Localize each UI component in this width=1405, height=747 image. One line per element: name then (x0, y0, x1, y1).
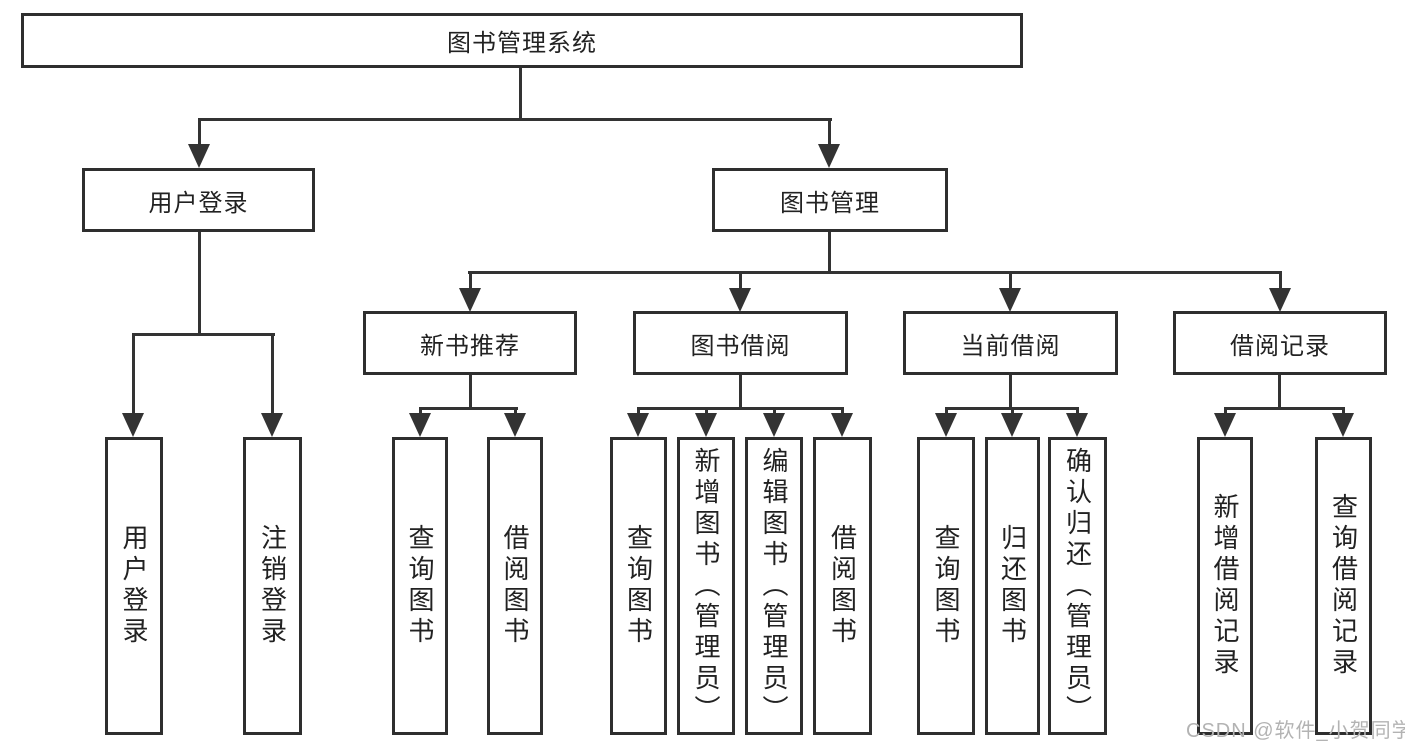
arrowhead-down-icon (1269, 288, 1291, 312)
leaf-borrow-book-borrowing: 借阅图书 (813, 437, 872, 735)
arrowhead-down-icon (999, 288, 1021, 312)
arrowhead-down-icon (627, 413, 649, 437)
connector-line (514, 407, 517, 417)
connector-line (469, 271, 472, 291)
leaf-query-book-current-label: 查询图书 (931, 524, 961, 648)
connector-line (739, 375, 742, 410)
connector-line (468, 271, 1282, 274)
box-root: 图书管理系统 (21, 13, 1023, 68)
leaf-add-borrow-record-label: 新增借阅记录 (1210, 493, 1240, 679)
connector-line (1224, 407, 1227, 417)
leaf-query-book-borrowing-label: 查询图书 (623, 524, 654, 648)
connector-line (198, 118, 832, 121)
leaf-borrow-book-recommend: 借阅图书 (487, 437, 543, 735)
connector-line (419, 407, 422, 417)
connector-line (1076, 407, 1079, 417)
connector-line (1011, 407, 1014, 417)
box-current-borrowing-label: 当前借阅 (960, 332, 1061, 360)
box-new-book-recommend-label: 新书推荐 (420, 332, 520, 360)
arrowhead-down-icon (1332, 413, 1354, 437)
connector-line (198, 232, 201, 336)
leaf-query-borrow-record-label: 查询借阅记录 (1328, 493, 1359, 679)
connector-line (132, 333, 135, 417)
leaf-query-borrow-record: 查询借阅记录 (1315, 437, 1372, 735)
leaf-return-book: 归还图书 (985, 437, 1040, 735)
leaf-confirm-return-admin: 确认归还（管理员） (1048, 437, 1107, 735)
leaf-user-login: 用户登录 (105, 437, 163, 735)
box-book-management: 图书管理 (712, 168, 948, 232)
leaf-add-borrow-record: 新增借阅记录 (1197, 437, 1253, 735)
box-new-book-recommend: 新书推荐 (363, 311, 577, 375)
connector-line (1279, 271, 1282, 291)
connector-line (773, 407, 776, 417)
leaf-query-book-recommend: 查询图书 (392, 437, 448, 735)
leaf-user-login-label: 用户登录 (119, 524, 149, 648)
arrowhead-down-icon (261, 413, 283, 437)
box-user-login: 用户登录 (82, 168, 315, 232)
box-book-borrowing: 图书借阅 (633, 311, 848, 375)
arrowhead-down-icon (818, 144, 840, 168)
leaf-confirm-return-admin-label: 确认归还（管理员） (1062, 446, 1093, 726)
leaf-query-book-current: 查询图书 (917, 437, 975, 735)
connector-line (841, 407, 844, 417)
connector-line (945, 407, 948, 417)
leaf-borrow-book-borrowing-label: 借阅图书 (827, 524, 858, 648)
arrowhead-down-icon (1066, 413, 1088, 437)
connector-line (198, 118, 201, 148)
connector-line (1224, 407, 1345, 410)
arrowhead-down-icon (763, 413, 785, 437)
connector-line (637, 407, 640, 417)
connector-line (519, 68, 522, 121)
arrowhead-down-icon (1001, 413, 1023, 437)
connector-line (419, 407, 518, 410)
connector-line (1342, 407, 1345, 417)
watermark: CSDN @软件_小贺同学 (1186, 720, 1405, 742)
leaf-borrow-book-recommend-label: 借阅图书 (500, 524, 530, 648)
leaf-query-book-borrowing: 查询图书 (610, 437, 667, 735)
connector-line (705, 407, 708, 417)
leaf-add-book-admin: 新增图书（管理员） (677, 437, 735, 735)
arrowhead-down-icon (459, 288, 481, 312)
box-root-label: 图书管理系统 (447, 30, 597, 57)
connector-line (1009, 375, 1012, 410)
connector-line (1278, 375, 1281, 410)
connector-line (828, 118, 831, 148)
box-user-login-label: 用户登录 (148, 189, 249, 217)
arrowhead-down-icon (729, 288, 751, 312)
connector-line (469, 375, 472, 410)
box-borrowing-records-label: 借阅记录 (1230, 332, 1330, 360)
leaf-return-book-label: 归还图书 (997, 524, 1028, 648)
leaf-edit-book-admin-label: 编辑图书（管理员） (759, 446, 789, 726)
connector-line (132, 333, 275, 336)
arrowhead-down-icon (831, 413, 853, 437)
box-borrowing-records: 借阅记录 (1173, 311, 1387, 375)
leaf-logout-label: 注销登录 (257, 524, 288, 648)
box-current-borrowing: 当前借阅 (903, 311, 1118, 375)
connector-line (1009, 271, 1012, 291)
connector-line (739, 271, 742, 291)
leaf-logout: 注销登录 (243, 437, 302, 735)
arrowhead-down-icon (935, 413, 957, 437)
connector-line (828, 232, 831, 274)
connector-line (271, 333, 274, 417)
arrowhead-down-icon (695, 413, 717, 437)
box-book-borrowing-label: 图书借阅 (690, 332, 791, 360)
arrowhead-down-icon (122, 413, 144, 437)
arrowhead-down-icon (504, 413, 526, 437)
leaf-edit-book-admin: 编辑图书（管理员） (745, 437, 803, 735)
arrowhead-down-icon (409, 413, 431, 437)
arrowhead-down-icon (188, 144, 210, 168)
arrowhead-down-icon (1214, 413, 1236, 437)
leaf-add-book-admin-label: 新增图书（管理员） (691, 446, 721, 726)
box-book-management-label: 图书管理 (780, 189, 880, 217)
leaf-query-book-recommend-label: 查询图书 (405, 524, 435, 648)
connector-line (637, 407, 844, 410)
